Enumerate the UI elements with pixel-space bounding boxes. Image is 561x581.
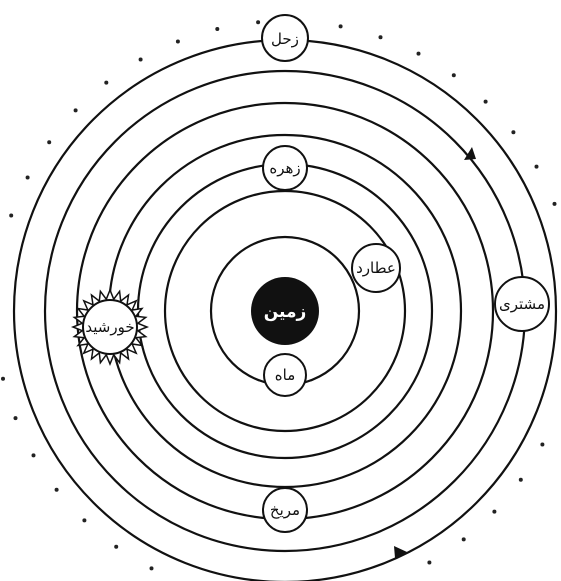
mercury: عطارد	[352, 244, 400, 292]
star-dot	[176, 40, 180, 44]
star-dot	[492, 510, 496, 514]
star-dot	[139, 58, 143, 62]
venus-label: زهره	[269, 159, 300, 177]
mars-label: مریخ	[270, 501, 300, 519]
star-dot	[553, 202, 557, 206]
mars: مریخ	[263, 488, 307, 532]
star-dot	[427, 561, 431, 565]
moon: ماه	[264, 354, 306, 396]
star-dot	[55, 488, 59, 492]
star-dot	[462, 537, 466, 541]
star-dot	[339, 24, 343, 28]
direction-arrows	[394, 147, 476, 558]
star-dot	[114, 545, 118, 549]
star-dot	[215, 27, 219, 31]
star-dot	[14, 416, 18, 420]
sun: خورشید	[73, 290, 147, 364]
star-dot	[484, 100, 488, 104]
star-dot	[1, 377, 5, 381]
star-dot	[511, 130, 515, 134]
star-dot	[26, 176, 30, 180]
star-dot	[104, 81, 108, 85]
earth: زمین	[251, 277, 319, 345]
star-dot	[540, 443, 544, 447]
star-dot	[519, 478, 523, 482]
venus: زهره	[263, 146, 307, 190]
mercury-label: عطارد	[356, 259, 396, 277]
moon-label: ماه	[275, 366, 295, 384]
sun-label: خورشید	[85, 318, 134, 336]
star-dot	[82, 518, 86, 522]
star-dot	[150, 566, 154, 570]
star-dot	[32, 453, 36, 457]
jupiter: مشتری	[495, 277, 549, 331]
earth-label: زمین	[264, 302, 307, 322]
saturn-label: زحل	[271, 30, 299, 48]
star-dot	[9, 214, 13, 218]
star-dot	[417, 52, 421, 56]
saturn: زحل	[262, 15, 308, 61]
star-dot	[47, 140, 51, 144]
star-dot	[452, 73, 456, 77]
jupiter-label: مشتری	[499, 295, 545, 313]
star-dot	[379, 35, 383, 39]
star-dot	[74, 108, 78, 112]
star-dot	[535, 165, 539, 169]
star-dot	[256, 20, 260, 24]
